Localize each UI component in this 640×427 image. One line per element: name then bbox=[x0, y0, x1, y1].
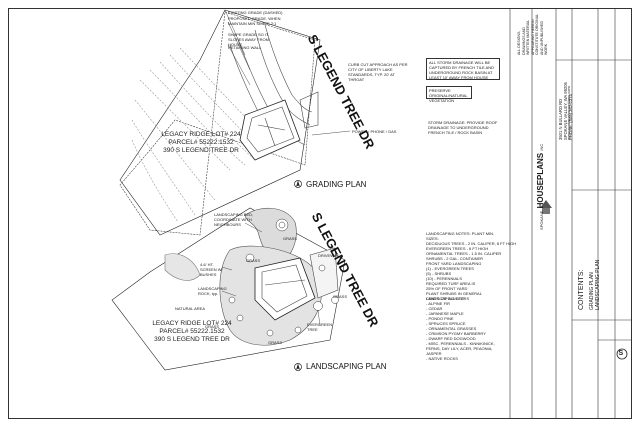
company-name-house: HOUSE bbox=[536, 179, 545, 209]
landscaping-plan-title: LANDSCAPING PLAN bbox=[306, 362, 387, 371]
company-logo-mark bbox=[540, 200, 552, 214]
plant-item: - DWARF RED DOGWOOD bbox=[426, 336, 476, 341]
landscaping-north-arrow bbox=[294, 363, 302, 371]
landscaping-bed-label: LANDSCAPING BED, COORDINATE WITH NEIGHBO… bbox=[214, 212, 254, 227]
landscape-note: PLANT SHRUBS IN GENERAL bbox=[426, 291, 482, 296]
plant-item: - MISC. PERENNIALS - KINNIKINICK, bbox=[426, 341, 495, 346]
grading-lot-line-3: 390 S LEGEND TREE DR bbox=[163, 147, 239, 154]
rock-label: LANDSCAPING ROCK, typ. bbox=[198, 286, 227, 296]
plant-item: - CEDAR bbox=[426, 306, 443, 311]
company-website: www.spokanehouseplans.com bbox=[566, 86, 571, 140]
company-name-inc: INC bbox=[539, 143, 544, 151]
grading-plan-title: GRADING PLAN bbox=[306, 180, 367, 189]
landscape-note: (5) - SHRUBS bbox=[426, 271, 452, 276]
title-block-lines bbox=[509, 8, 632, 419]
shape-grade-note: SHAPE GRADE SO IT SLOPES AWAY FROM HOUSE bbox=[228, 32, 269, 47]
grading-north-arrow bbox=[294, 180, 302, 188]
landscaping-lot bbox=[111, 207, 346, 371]
grading-lot bbox=[119, 9, 351, 236]
contents-label: CONTENTS: bbox=[578, 269, 585, 310]
grass-label-5: GRASS bbox=[268, 340, 283, 345]
landscaping-lot-line-2: PARCEL# 55222.1532 bbox=[159, 328, 225, 335]
grading-lot-line-1: LEGACY RIDGE LOT# 224 bbox=[161, 131, 241, 138]
contents-list: GRADING PLAN LANDSCAPING PLAN bbox=[589, 260, 601, 310]
screen-label: 4-6' HT. SCREEN W/ BUSHES bbox=[200, 262, 223, 277]
contents-landscaping-plan: LANDSCAPING PLAN bbox=[595, 259, 601, 310]
plant-item: - JAPANESE MAPLE bbox=[426, 311, 464, 316]
landscaping-lot-info: LEGACY RIDGE LOT# 224 PARCEL# 55222.1532… bbox=[142, 320, 242, 344]
grading-lot-line-2: PARCEL# 55222.1532 bbox=[168, 139, 234, 146]
company-name-spokane: SPOKANE bbox=[539, 210, 544, 230]
grass-label-4: GRASS bbox=[205, 324, 220, 329]
preserve-vegetation-text: PRESERVE ORIGINAL/NATURAL VEGETATION bbox=[429, 88, 468, 103]
plant-item: - ALPINE FIR bbox=[426, 301, 451, 306]
natural-area-label: NATURAL AREA bbox=[175, 306, 206, 311]
existing-grade-note: EXISTING GRADE (DASHED) bbox=[228, 10, 283, 15]
landscape-note: EVERGREEN TREES - 6 FT HIGH bbox=[426, 246, 489, 251]
plant-item: FERNS, DAY LILY, ACER, PEAONIA, bbox=[426, 346, 493, 351]
landscape-note: ORNAMENTAL TREES - 1.5 IN. CALIPER bbox=[426, 251, 502, 256]
grading-lot-info: LEGACY RIDGE LOT# 224 PARCEL# 55222.1532… bbox=[146, 131, 256, 155]
landscaping-notes-title: LANDSCAPING NOTES: PLANT MIN. SIZES: bbox=[426, 231, 495, 241]
plant-item: JASPER bbox=[426, 351, 442, 356]
plant-list: LANDSCAPING LIST: - ALPINE FIR - CEDAR -… bbox=[426, 296, 506, 361]
power-note: POWER / PHONE / GAS bbox=[352, 129, 397, 134]
sheet-border bbox=[8, 8, 632, 419]
landscape-note: (10) - PERENNIALS bbox=[426, 276, 463, 281]
landscape-note: DECIDUOUS TREES - 2 IN. CALIPER, 8 FT HI… bbox=[426, 241, 517, 246]
plant-list-title: LANDSCAPING LIST: bbox=[426, 296, 465, 301]
grass-label-1: GRASS bbox=[283, 236, 298, 241]
plant-item: - ORNAMENTAL GRASSES bbox=[426, 326, 477, 331]
preserve-vegetation-box: PRESERVE ORIGINAL/NATURAL VEGETATION bbox=[426, 86, 472, 103]
landscape-note: REQUIRED TURF AREA IS bbox=[426, 281, 476, 286]
evergreen-label: EVERGREEN TREE bbox=[307, 322, 333, 332]
company-name: SPOKANE HOUSEPLANS INC bbox=[536, 144, 545, 230]
copyright-note: ALL DESIGNS, DRAWINGS AND WRITTEN MATERI… bbox=[517, 14, 548, 55]
landscaping-lot-line-3: 390 S LEGEND TREE DR bbox=[154, 336, 230, 343]
landscape-note: SHRUBS - 2 GAL. CONTAINER bbox=[426, 256, 484, 261]
curb-cut-note: CURB CUT APPROACH AS PER CITY OF LIBERTY… bbox=[348, 62, 408, 82]
landscape-note: FRONT YARD LANDSCAPING bbox=[426, 261, 482, 266]
plant-item: - CRIMSON PYGMY BARBERRY bbox=[426, 331, 486, 336]
proposed-grade-note: PROPOSED GRADE, WHEN MAINTAIN MIN SLOPE … bbox=[228, 16, 281, 26]
storm-drainage-box: ALL STORM DRAINAGE WILL BE CAPTURED BY F… bbox=[426, 58, 500, 80]
landscaping-notes: LANDSCAPING NOTES: PLANT MIN. SIZES: DEC… bbox=[426, 231, 517, 301]
sheet-number: S bbox=[618, 350, 624, 357]
storm-drainage-note: STORM DRAINAGE: PROVIDE ROOF DRAINAGE TO… bbox=[428, 120, 498, 135]
landscape-note: 25% OF FRONT YARD bbox=[426, 286, 468, 291]
sheet-id-circle bbox=[616, 348, 628, 360]
retaining-wall-note: RETAINING WALL bbox=[228, 45, 262, 50]
company-name-plans: PLANS bbox=[536, 152, 545, 180]
grass-label-2: GRASS bbox=[246, 258, 261, 263]
storm-drainage-box-text: ALL STORM DRAINAGE WILL BE CAPTURED BY F… bbox=[429, 60, 494, 80]
driveway-label: DRIVEWAY bbox=[318, 253, 339, 258]
plant-item: - NATIVE ROCKS bbox=[426, 356, 458, 361]
landscape-note: CENTS OR CLUSTERS bbox=[426, 296, 470, 301]
landscaping-lot-line-1: LEGACY RIDGE LOT# 224 bbox=[152, 320, 232, 327]
landscape-note: (1) - EVERGREEN TREES bbox=[426, 266, 474, 271]
plant-item: - PONDO PINE bbox=[426, 316, 454, 321]
plant-item: - SPRUCES SPRUCE bbox=[426, 321, 466, 326]
grass-label-3: GRASS bbox=[333, 294, 348, 299]
